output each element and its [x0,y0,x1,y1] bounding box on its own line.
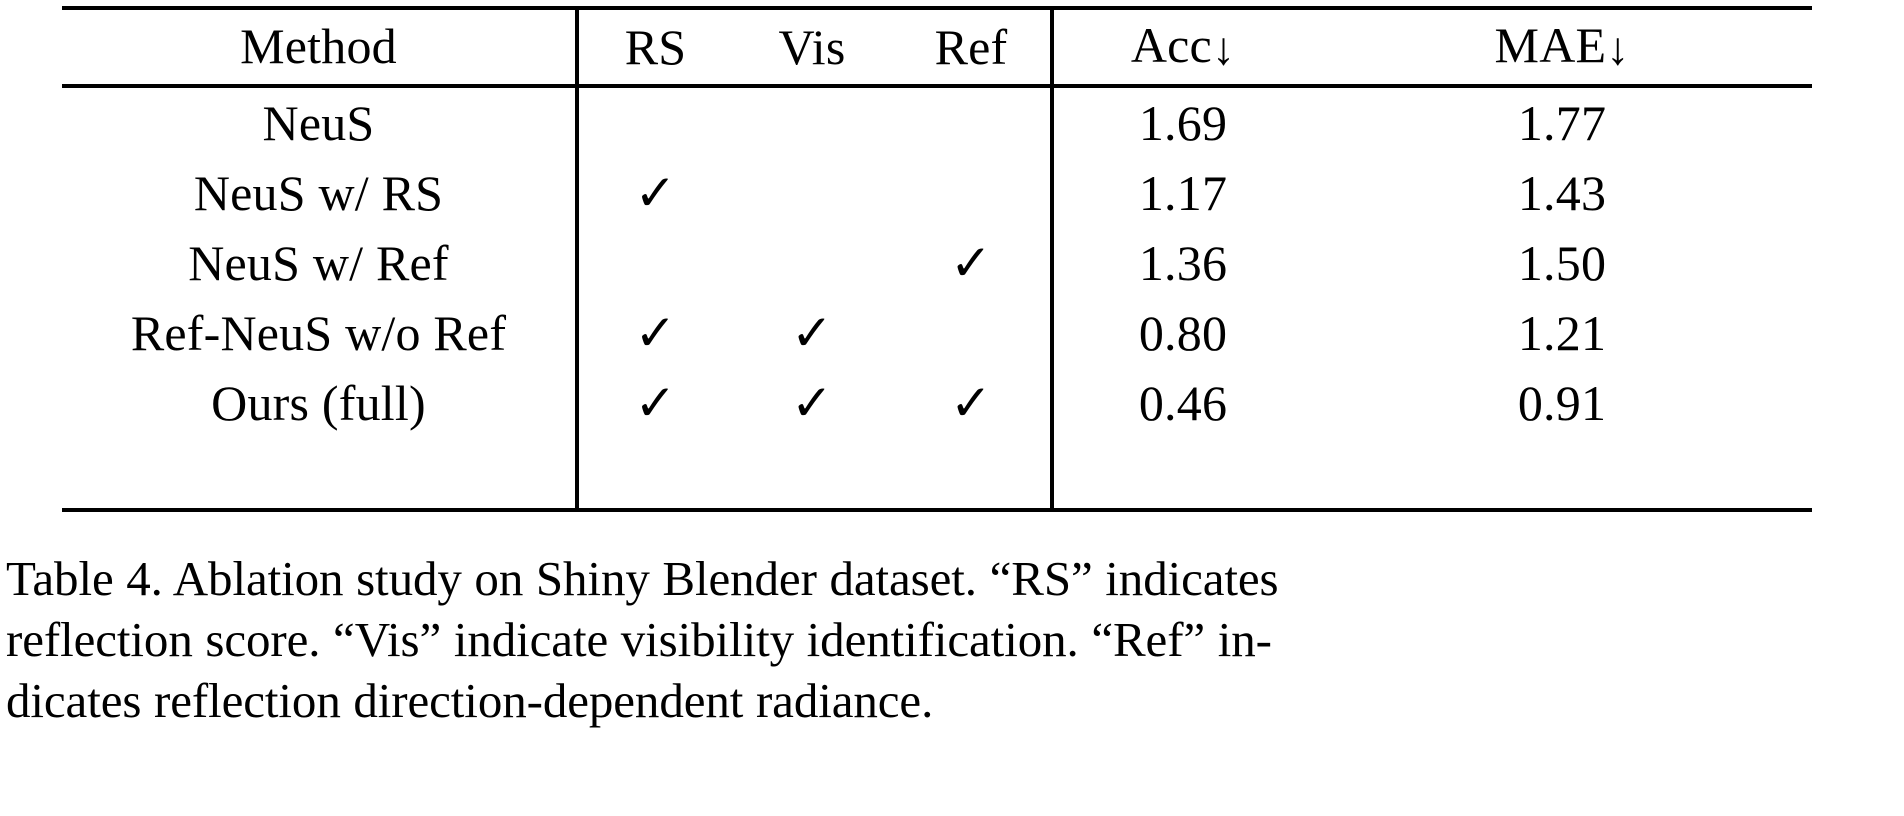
table-head: Method RS Vis Ref Acc↓ MAE↓ [62,6,1812,88]
cell-acc: 1.36 [1050,228,1312,298]
caption-line-3: dicates reflection direction-dependent r… [6,673,934,728]
column-header-rs: RS [575,6,732,88]
check-icon: ✓ [790,305,834,361]
cell-method: NeuS w/ RS [193,165,444,221]
check-icon: ✓ [634,305,677,361]
spacer-cell [575,438,732,512]
caption-line-1: Table 4. Ablation study on Shiny Blender… [6,551,1279,606]
check-icon: ✓ [949,375,993,431]
cell-rs: ✓ [575,158,732,228]
spacer-cell [1050,438,1312,512]
column-header-ref: Ref [892,6,1052,88]
cell-mae-best: 0.91 [1517,375,1607,431]
table-bottom-spacer [62,438,1812,512]
table-row-highlighted: Ours (full) ✓ ✓ ✓ 0.46 0.91 [62,368,1812,438]
cell-rs: ✓ [575,298,732,368]
column-header-acc-label: Acc [1130,17,1212,73]
table-header-row: Method RS Vis Ref Acc↓ MAE↓ [62,6,1812,88]
cell-ref: ✓ [892,368,1052,438]
check-icon: ✓ [634,375,677,431]
table-row: Ref-NeuS w/o Ref ✓ ✓ 0.80 1.21 [62,298,1812,368]
cell-vis [732,86,892,158]
cell-acc-best: 0.46 [1050,368,1312,438]
cell-vis [732,158,892,228]
cell-method: NeuS w/ Ref [188,235,449,291]
cell-vis [732,228,892,298]
table-row: NeuS w/ RS ✓ 1.17 1.43 [62,158,1812,228]
sort-descending-icon: ↓ [1211,23,1236,74]
cell-mae: 1.50 [1517,235,1607,291]
column-header-mae-label: MAE [1494,17,1607,73]
spacer-cell [62,438,577,512]
cell-vis: ✓ [732,368,892,438]
cell-acc: 1.69 [1050,86,1312,158]
cell-mae: 1.21 [1517,305,1607,361]
column-header-method: Method [62,6,577,88]
cell-mae: 1.77 [1517,95,1607,151]
column-header-acc: Acc↓ [1050,6,1312,88]
cell-ref: ✓ [892,228,1052,298]
check-icon: ✓ [634,165,677,221]
cell-rs: ✓ [575,368,732,438]
table-caption: Table 4. Ablation study on Shiny Blender… [6,548,1898,731]
column-header-mae: MAE↓ [1312,6,1812,88]
cell-mae: 1.43 [1517,165,1607,221]
ablation-table: Method RS Vis Ref Acc↓ MAE↓ NeuS 1.69 1.… [62,6,1812,512]
check-icon: ✓ [790,375,834,431]
sort-descending-icon: ↓ [1606,23,1630,74]
table-row: NeuS w/ Ref ✓ 1.36 1.50 [62,228,1812,298]
cell-rs [575,86,732,158]
check-icon: ✓ [949,235,993,291]
cell-ref [892,158,1052,228]
cell-vis: ✓ [732,298,892,368]
caption-line-2: reflection score. “Vis” indicate visibil… [6,612,1272,667]
table-body: NeuS 1.69 1.77 NeuS w/ RS ✓ 1.17 1.43 [62,86,1812,512]
cell-method: Ours (full) [211,375,426,431]
cell-method: Ref-NeuS w/o Ref [130,305,507,361]
spacer-cell [1312,438,1812,512]
spacer-cell [732,438,892,512]
spacer-cell [892,438,1052,512]
cell-ref [892,298,1052,368]
ablation-table-container: Method RS Vis Ref Acc↓ MAE↓ NeuS 1.69 1.… [62,6,1812,512]
cell-acc: 1.17 [1050,158,1312,228]
column-header-vis: Vis [732,6,892,88]
cell-ref [892,86,1052,158]
cell-method: NeuS [262,95,375,151]
cell-acc: 0.80 [1050,298,1312,368]
table-row: NeuS 1.69 1.77 [62,86,1812,158]
cell-rs [575,228,732,298]
